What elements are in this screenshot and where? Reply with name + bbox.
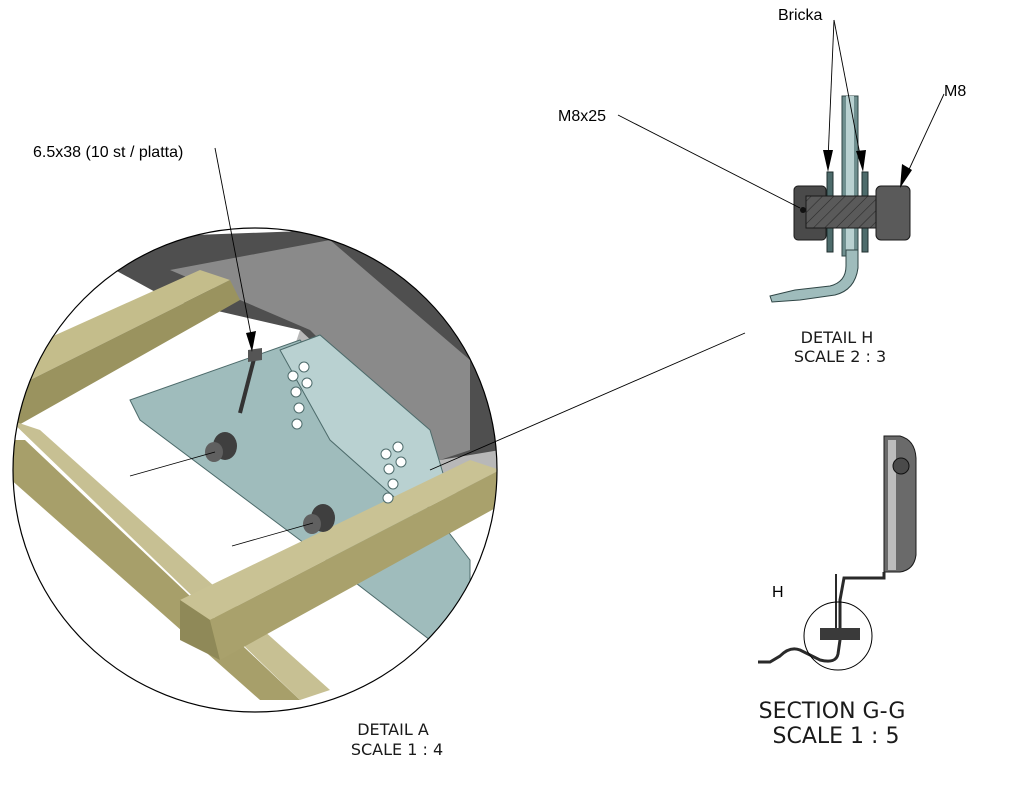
hole xyxy=(287,370,299,382)
section-panel-face xyxy=(888,440,896,570)
bracket-face xyxy=(846,96,854,256)
hole xyxy=(298,361,310,373)
bolt-leader xyxy=(617,114,801,209)
washer-label: Bricka xyxy=(778,7,823,24)
upper-timber-top xyxy=(13,270,230,380)
nut-leader xyxy=(900,93,945,188)
nut xyxy=(875,185,911,241)
section-gg-scale: SCALE 1 : 5 xyxy=(773,724,900,749)
bolt-label: M8x25 xyxy=(558,108,606,125)
hole xyxy=(293,402,305,414)
hole xyxy=(383,463,395,475)
bolt-upper xyxy=(205,432,237,462)
lower-timber-side xyxy=(210,470,497,660)
upper-timber-side xyxy=(13,280,240,430)
lower-timber-top xyxy=(180,460,497,620)
section-bracket xyxy=(758,572,886,664)
detail-h-circle xyxy=(803,601,873,671)
bracket-hook xyxy=(769,249,859,303)
nut-label: M8 xyxy=(944,83,966,100)
lower-timber-end xyxy=(180,600,220,660)
section-gg-view xyxy=(758,435,917,671)
detail-h-marker: H xyxy=(772,584,784,601)
detail-a-boundary xyxy=(12,227,498,713)
detail-h-view xyxy=(769,95,911,303)
hole xyxy=(301,377,313,389)
screw-shank xyxy=(238,354,257,414)
hole xyxy=(291,418,303,430)
hole xyxy=(392,441,404,453)
section-bolt xyxy=(820,628,860,640)
screw-leader xyxy=(214,147,256,352)
section-fastener xyxy=(892,457,910,475)
section-gg-title: SECTION G-G xyxy=(759,699,906,724)
detail-h-title: DETAIL H xyxy=(801,328,874,347)
hole xyxy=(382,492,394,504)
detail-a-scale: SCALE 1 : 4 xyxy=(351,740,443,759)
detail-connector-line xyxy=(429,332,746,471)
detail-a-circle xyxy=(13,228,497,712)
bolt-center-mark xyxy=(800,207,806,213)
screw-head xyxy=(248,348,262,362)
hole xyxy=(380,448,392,460)
hole xyxy=(395,456,407,468)
plate-holes xyxy=(287,361,407,504)
detail-a-view xyxy=(12,227,498,713)
hole xyxy=(387,478,399,490)
detail-a-title: DETAIL A xyxy=(357,720,429,739)
screw-label: 6.5x38 (10 st / platta) xyxy=(33,144,183,161)
hole xyxy=(290,386,302,398)
detail-h-scale: SCALE 2 : 3 xyxy=(794,347,886,366)
washer-leaders xyxy=(823,19,866,172)
bolt-lower xyxy=(303,504,335,534)
